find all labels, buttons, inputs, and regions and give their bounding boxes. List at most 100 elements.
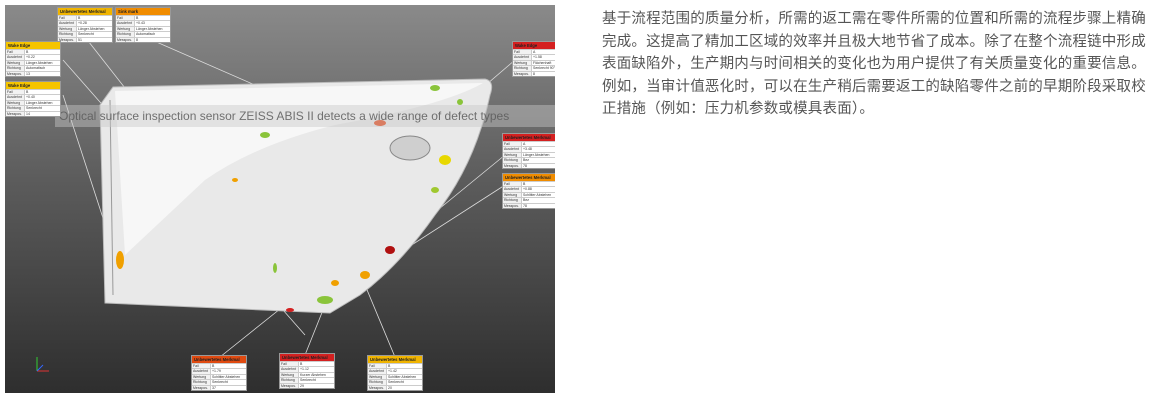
field-name: Ausdehnt	[503, 187, 522, 192]
field-name: Richtung	[6, 106, 25, 111]
field-value: +0.22	[25, 55, 60, 60]
field-value: Senkrecht	[211, 380, 246, 385]
field-name: Richtung	[116, 32, 135, 37]
defect-label-header: Unbewertetes Merkmal	[58, 8, 112, 15]
field-value: B	[211, 364, 246, 369]
field-value: Bez	[522, 158, 555, 163]
field-name: Fail	[192, 364, 211, 369]
field-name: Messpos.	[58, 37, 77, 42]
article-paragraph: 基于流程范围的质量分析，所需的返工需在零件所需的位置和所需的流程步骤上精确完成。…	[602, 11, 1146, 118]
field-value: +0.28	[77, 21, 112, 26]
field-name: Richtung	[280, 378, 299, 383]
field-value: Senkrecht	[77, 32, 112, 37]
field-value: +1.42	[387, 369, 422, 374]
field-name: Messpos.	[280, 383, 299, 388]
field-name: Richtung	[513, 66, 532, 71]
field-name: Messpos.	[503, 203, 522, 208]
field-name: Wertung	[280, 372, 299, 378]
field-name: Ausdehnt	[503, 147, 522, 152]
field-name: Richtung	[6, 66, 25, 71]
field-value: Flächenhaft	[532, 60, 555, 66]
defect-label-row: Messpos.14	[6, 110, 60, 116]
defect-label-row: Ausdehnt+0.43	[116, 20, 170, 26]
field-name: Messpos.	[6, 71, 25, 76]
defect-label-row: Ausdehnt+3.48	[503, 146, 555, 152]
field-value: 78	[522, 163, 555, 168]
field-name: Messpos.	[116, 37, 135, 42]
defect-label-row: Messpos.78	[503, 202, 555, 208]
defect-label-row: Messpos.20	[368, 384, 422, 390]
field-value: Länger Abstehen	[522, 152, 555, 158]
defect-label-row: Ausdehnt+0.22	[6, 54, 60, 60]
field-value: 13	[25, 71, 60, 76]
defect-label-row: Messpos.29	[280, 382, 334, 388]
field-value: A	[532, 50, 555, 55]
field-value: +0.43	[135, 21, 170, 26]
field-name: Richtung	[503, 198, 522, 203]
field-value: 14	[25, 111, 60, 116]
defect-label-header: Unbewertetes Merkmal	[503, 134, 555, 141]
field-value: B	[77, 16, 112, 21]
field-value: B	[25, 90, 60, 95]
field-name: Wertung	[192, 374, 211, 380]
field-name: Ausdehnt	[368, 369, 387, 374]
axis-triad-icon	[36, 357, 49, 372]
defect-markers	[116, 85, 463, 312]
field-name: Fail	[116, 16, 135, 21]
field-value: B	[299, 362, 334, 367]
field-name: Wertung	[503, 152, 522, 158]
field-value: +1.58	[532, 55, 555, 60]
defect-label-row: Messpos.13	[6, 70, 60, 76]
field-name: Richtung	[58, 32, 77, 37]
field-name: Ausdehnt	[58, 21, 77, 26]
field-value: Senkrecht	[387, 380, 422, 385]
defect-label-header: Wake Edge	[6, 82, 60, 89]
defect-label-row: Messpos.37	[192, 384, 246, 390]
field-name: Wertung	[368, 374, 387, 380]
defect-label-header: Unbewertetes Merkmal	[192, 356, 246, 363]
car-door-model	[62, 36, 516, 358]
defect-label-row: Ausdehnt+1.12	[280, 366, 334, 372]
field-value: Länger Abstehen	[25, 60, 60, 66]
field-name: Fail	[6, 50, 25, 55]
field-name: Fail	[368, 364, 387, 369]
defect-label-header: Wake Edge	[513, 42, 555, 49]
field-value: +0.40	[25, 95, 60, 100]
field-value: 8	[532, 71, 555, 76]
defect-label-row: Ausdehnt+1.79	[192, 368, 246, 374]
field-name: Messpos.	[513, 71, 532, 76]
field-value: A	[522, 142, 555, 147]
field-name: Ausdehnt	[513, 55, 532, 60]
field-name: Fail	[513, 50, 532, 55]
field-value: +1.12	[299, 367, 334, 372]
field-value: B	[522, 182, 555, 187]
inspection-3d-viewer[interactable]: Optical surface inspection sensor ZEISS …	[5, 5, 555, 393]
defect-label-row: Ausdehnt+1.58	[513, 54, 555, 60]
field-name: Richtung	[192, 380, 211, 385]
field-name: Wertung	[58, 26, 77, 32]
field-value: Schlitter Abstehen	[211, 374, 246, 380]
